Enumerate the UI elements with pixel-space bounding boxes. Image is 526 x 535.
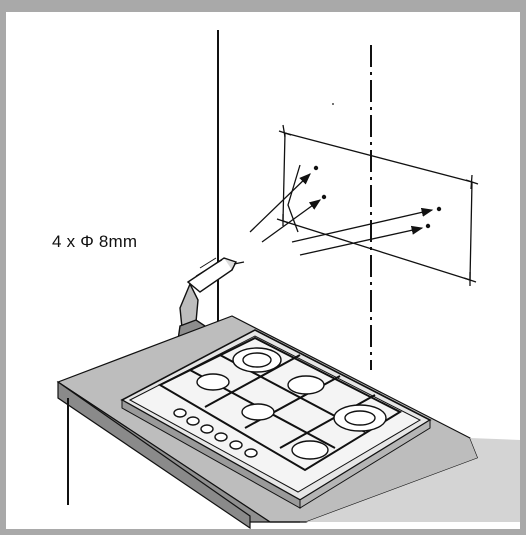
stray-dot: [332, 103, 334, 105]
drill-arrow-3: [291, 207, 434, 243]
drill-point-4: [425, 223, 431, 229]
drill-point-2: [321, 194, 327, 200]
drill-direction-arrows: [249, 164, 434, 256]
burner-2: [196, 373, 230, 391]
knob-1: [173, 408, 187, 418]
burners: [196, 347, 387, 460]
drill-point-1: [313, 165, 319, 171]
burner-3: [287, 375, 325, 395]
burner-6: [291, 440, 329, 460]
knob-5: [229, 440, 243, 450]
drill-point-3: [436, 206, 442, 212]
drill-arrow-2: [261, 199, 322, 243]
knob-6: [244, 448, 258, 458]
knob-4: [214, 432, 228, 442]
drill-arrow-4: [299, 225, 424, 256]
knob-3: [200, 424, 214, 434]
knob-2: [186, 416, 200, 426]
drill-arrow-1: [249, 173, 311, 233]
drill-points: [313, 103, 442, 229]
gas-hob: [120, 329, 432, 509]
hood-template: [276, 124, 479, 286]
drill-hole-label: 4 x Φ 8mm: [52, 232, 138, 251]
control-knobs: [173, 408, 258, 458]
burner-4: [241, 403, 275, 421]
